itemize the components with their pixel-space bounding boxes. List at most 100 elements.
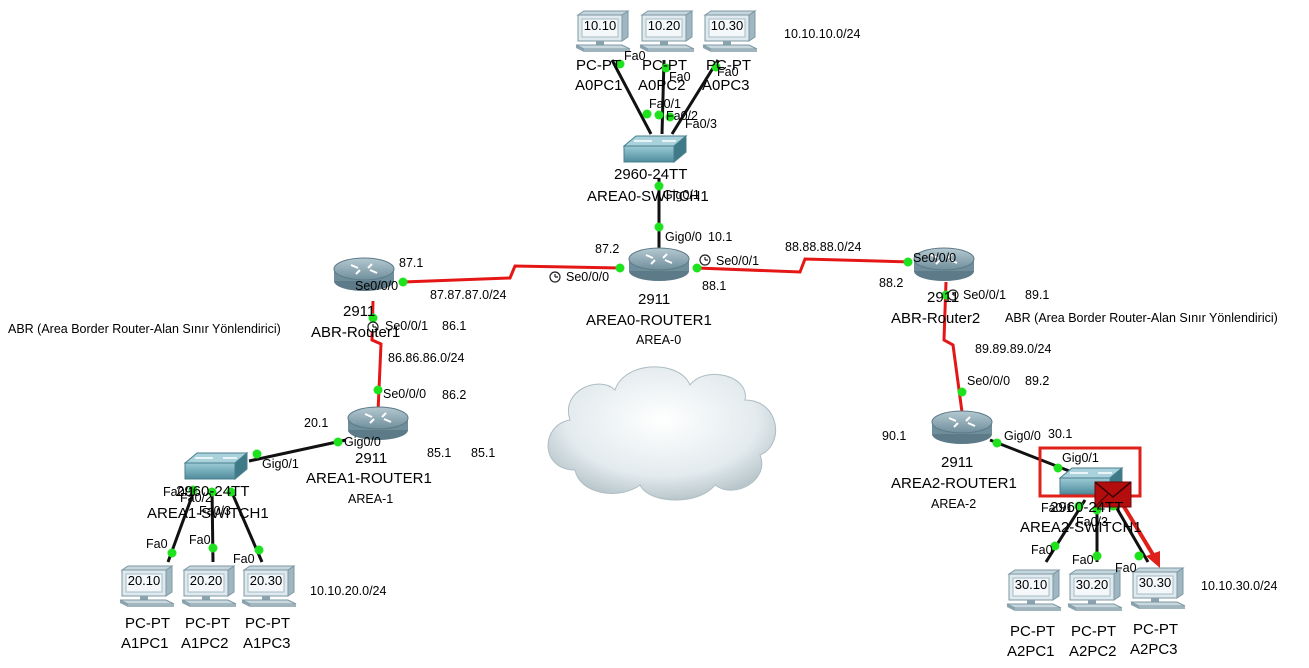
port-label: Se0/0/1: [385, 319, 428, 333]
abr-note: ABR (Area Border Router-Alan Sınır Yönle…: [1005, 311, 1278, 325]
port-label: Fa0/1: [1041, 501, 1073, 515]
port-label: Se0/0/0: [566, 270, 609, 284]
switch-icon-area0[interactable]: [623, 135, 687, 163]
pc-ip: 10.20: [648, 18, 681, 33]
device-name: AREA1-ROUTER1: [306, 470, 432, 487]
cloud-icon[interactable]: [547, 366, 776, 501]
device-name: ABR-Router2: [891, 310, 980, 327]
ip-label: 85.1: [427, 446, 451, 460]
pdu-arrow: [1121, 503, 1160, 568]
ip-label: 86.1: [442, 319, 466, 333]
pc-model: PC-PT: [642, 57, 687, 74]
pc-ip: 20.20: [190, 573, 223, 588]
serial-link-89[interactable]: [942, 281, 964, 413]
port-label: Fa0/2: [180, 491, 212, 505]
network-label: 89.89.89.0/24: [975, 342, 1052, 356]
pc-model: PC-PT: [125, 615, 170, 632]
serial-link-87[interactable]: [402, 264, 621, 284]
port-label: Gig0/0: [344, 435, 381, 449]
port-label: Gig0/0: [665, 230, 702, 244]
links: [166, 59, 1150, 563]
pc-name: A2PC2: [1069, 643, 1117, 660]
eth-link-a1r-a1sw[interactable]: [248, 438, 347, 463]
port-label: Se0/0/0: [913, 251, 956, 265]
port-label: Fa0/1: [649, 97, 681, 111]
pc-ip: 20.10: [128, 573, 161, 588]
pc-model: PC-PT: [706, 57, 751, 74]
port-label: Fa0: [717, 65, 739, 79]
pc-name: A2PC1: [1007, 643, 1055, 660]
port-label: Fa0/3: [685, 117, 717, 131]
port-label: Fa0/1: [163, 485, 195, 499]
eth-link-a0pc1[interactable]: [610, 59, 653, 135]
ip-label: 89.2: [1025, 374, 1049, 388]
device-name: AREA0-ROUTER1: [586, 312, 712, 329]
area-label: AREA-0: [636, 333, 681, 347]
ip-label: 20.1: [304, 416, 328, 430]
pc-name: A0PC2: [638, 77, 686, 94]
pc-model: PC-PT: [1133, 621, 1178, 638]
port-label: Gig0/1: [262, 457, 299, 471]
device-name: AREA1-SWITCH1: [147, 505, 269, 522]
pc-ip: 10.30: [711, 18, 744, 33]
network-label: 88.88.88.0/24: [785, 240, 862, 254]
router-icon-area2[interactable]: [931, 410, 993, 445]
device-model: 2960-24TT: [176, 483, 249, 500]
port-label: Se0/0/0: [967, 374, 1010, 388]
port-label: Fa0: [1115, 561, 1137, 575]
pc-name: A1PC2: [181, 635, 229, 652]
device-name: AREA2-ROUTER1: [891, 475, 1017, 492]
pc-model: PC-PT: [576, 57, 621, 74]
port-label: Fa0: [669, 70, 691, 84]
pc-name: A0PC3: [702, 77, 750, 94]
router-icon-area0[interactable]: [628, 247, 690, 282]
port-label: Fa0/3: [1076, 515, 1108, 529]
serial-link-88[interactable]: [696, 257, 913, 274]
device-model: 2911: [927, 289, 959, 306]
eth-link-a2r-a2sw[interactable]: [989, 438, 1083, 478]
eth-link-a0pc2[interactable]: [660, 59, 666, 135]
device-name: ABR-Router1: [311, 324, 400, 341]
device-model: 2911: [638, 291, 670, 308]
port-label: Fa0: [146, 537, 168, 551]
envelope-icon[interactable]: [1094, 481, 1132, 508]
port-label: Fa0: [624, 49, 646, 63]
port-label: Fa0: [189, 533, 211, 547]
port-label: Fa0/2: [666, 109, 698, 123]
device-model: 2960-24TT: [1050, 499, 1123, 516]
pc-ip: 10.10: [584, 18, 617, 33]
port-label: Se0/0/0: [355, 279, 398, 293]
pc-ip: 20.30: [250, 573, 283, 588]
port-label: Fa0: [1072, 553, 1094, 567]
device-model: 2911: [941, 454, 973, 471]
ip-label: 87.1: [399, 256, 423, 270]
clock-hands: [372, 257, 956, 328]
device-model: 2960-24TT: [614, 166, 687, 183]
ip-label: 88.2: [879, 276, 903, 290]
eth-link-a2pc3[interactable]: [1110, 499, 1150, 563]
pc-ip: 30.20: [1076, 577, 1109, 592]
network-label: 86.86.86.0/24: [388, 351, 465, 365]
network-label: 87.87.87.0/24: [430, 288, 507, 302]
port-label: Se0/0/1: [963, 288, 1006, 302]
ip-label: 85.1: [471, 446, 495, 460]
port-status-dots: [167, 59, 1144, 561]
switch-icon-area1[interactable]: [184, 452, 248, 480]
port-label: Fa0/3: [199, 504, 231, 518]
pc-screen-labels: 10.10 10.20 10.30 20.10 20.20 20.30 30.1…: [128, 18, 1172, 592]
ip-label: 87.2: [595, 242, 619, 256]
ip-label: 88.1: [702, 279, 726, 293]
pc-name: A0PC1: [575, 77, 623, 94]
pc-name: A2PC3: [1130, 641, 1178, 658]
device-model: 2911: [343, 303, 375, 320]
port-label: Se0/0/1: [716, 254, 759, 268]
pc-model: PC-PT: [185, 615, 230, 632]
network-label: 10.10.30.0/24: [1201, 579, 1278, 593]
device-name: AREA2-SWITCH1: [1020, 519, 1142, 536]
port-label: Gig0/1: [1062, 451, 1099, 465]
ip-label: 10.1: [708, 230, 732, 244]
port-label: Gig0/1: [663, 188, 700, 202]
pc-ip: 30.10: [1015, 577, 1048, 592]
eth-link-a0pc3[interactable]: [670, 59, 720, 135]
